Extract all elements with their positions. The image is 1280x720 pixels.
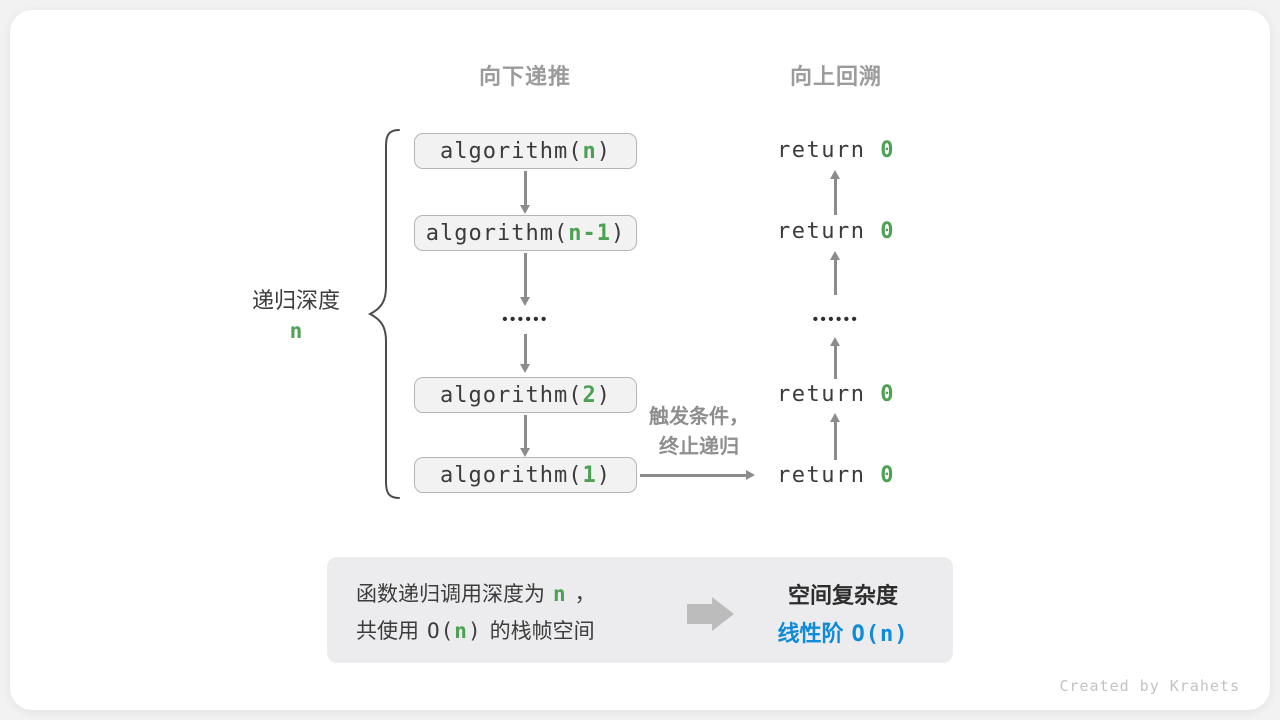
return-stmt: return 0 bbox=[736, 382, 936, 407]
arrow-up-icon bbox=[834, 346, 837, 379]
result-text: 线性阶 bbox=[777, 621, 844, 646]
summary-big-o-var: n bbox=[454, 619, 468, 643]
result-big-o: O(n) bbox=[852, 622, 909, 647]
arrow-right-icon bbox=[640, 474, 746, 477]
credit-text: Created by Krahets bbox=[1059, 677, 1240, 695]
call-close: ) bbox=[610, 220, 626, 246]
call-box-2: algorithm(2) bbox=[414, 377, 637, 413]
result-open: O( bbox=[851, 622, 880, 647]
call-close: ) bbox=[596, 382, 611, 408]
call-arg: 1 bbox=[582, 462, 597, 488]
summary-big-o-open: O( bbox=[427, 619, 455, 643]
return-value: 0 bbox=[880, 138, 895, 163]
return-keyword: return bbox=[777, 138, 881, 163]
return-keyword: return bbox=[777, 463, 881, 488]
return-value: 0 bbox=[880, 382, 895, 407]
summary-line1-text: 函数递归调用深度为 bbox=[356, 583, 545, 606]
summary-line2-post: 的栈帧空间 bbox=[489, 620, 595, 643]
return-stmt: return 0 bbox=[736, 463, 936, 488]
recursion-depth-label: 递归深度 bbox=[251, 288, 340, 313]
arrow-up-icon bbox=[834, 260, 837, 295]
arrow-down-icon bbox=[524, 253, 527, 297]
call-arg: 2 bbox=[582, 382, 597, 408]
summary-line1: 函数递归调用深度为 n ， bbox=[356, 578, 596, 608]
call-fn: algorithm( bbox=[440, 462, 583, 488]
result-close: ) bbox=[894, 622, 909, 647]
ellipsis-up: •••••• bbox=[812, 311, 860, 328]
call-box-n-1: algorithm(n-1) bbox=[414, 215, 637, 251]
return-keyword: return bbox=[777, 219, 881, 244]
call-fn: algorithm( bbox=[440, 382, 583, 408]
call-close: ) bbox=[596, 462, 611, 488]
call-box-1: algorithm(1) bbox=[414, 457, 637, 493]
trigger-line2: 终止递归 bbox=[659, 436, 739, 458]
summary-panel bbox=[327, 557, 953, 663]
space-complexity-result: 线性阶 O(n) bbox=[753, 616, 933, 648]
call-close: ) bbox=[596, 138, 611, 164]
header-backtrack-up: 向上回溯 bbox=[789, 64, 882, 89]
return-stmt: return 0 bbox=[736, 219, 936, 244]
call-arg: n-1 bbox=[568, 220, 611, 246]
return-stmt: return 0 bbox=[736, 138, 936, 163]
arrow-up-icon bbox=[834, 179, 837, 215]
summary-big-o-close: ) bbox=[467, 619, 482, 643]
call-fn: algorithm( bbox=[440, 138, 583, 164]
trigger-label: 触发条件， 终止递归 bbox=[640, 402, 758, 462]
summary-line2-pre: 共使用 bbox=[356, 620, 419, 643]
space-complexity-title: 空间复杂度 bbox=[787, 583, 898, 608]
arrow-down-icon bbox=[524, 415, 527, 448]
ellipsis-down: •••••• bbox=[502, 311, 549, 328]
arrow-down-icon bbox=[524, 171, 527, 205]
return-value: 0 bbox=[880, 463, 895, 488]
arrow-up-icon bbox=[834, 422, 837, 460]
curly-brace-icon bbox=[367, 129, 400, 499]
summary-line1-var: n bbox=[553, 582, 567, 606]
call-box-n: algorithm(n) bbox=[414, 133, 637, 169]
return-value: 0 bbox=[880, 219, 895, 244]
block-arrow-head-icon bbox=[712, 597, 734, 631]
block-arrow-icon bbox=[687, 604, 712, 624]
summary-line2: 共使用 O(n) 的栈帧空间 bbox=[356, 615, 595, 645]
call-arg: n bbox=[582, 138, 597, 164]
summary-line1-punct: ， bbox=[574, 583, 596, 606]
result-var: n bbox=[880, 622, 895, 647]
recursion-depth-var: n bbox=[289, 319, 303, 343]
return-keyword: return bbox=[777, 382, 881, 407]
call-fn: algorithm( bbox=[425, 220, 569, 246]
arrow-down-icon bbox=[524, 334, 527, 364]
header-recurse-down: 向下递推 bbox=[478, 64, 571, 89]
trigger-line1: 触发条件， bbox=[649, 406, 749, 428]
